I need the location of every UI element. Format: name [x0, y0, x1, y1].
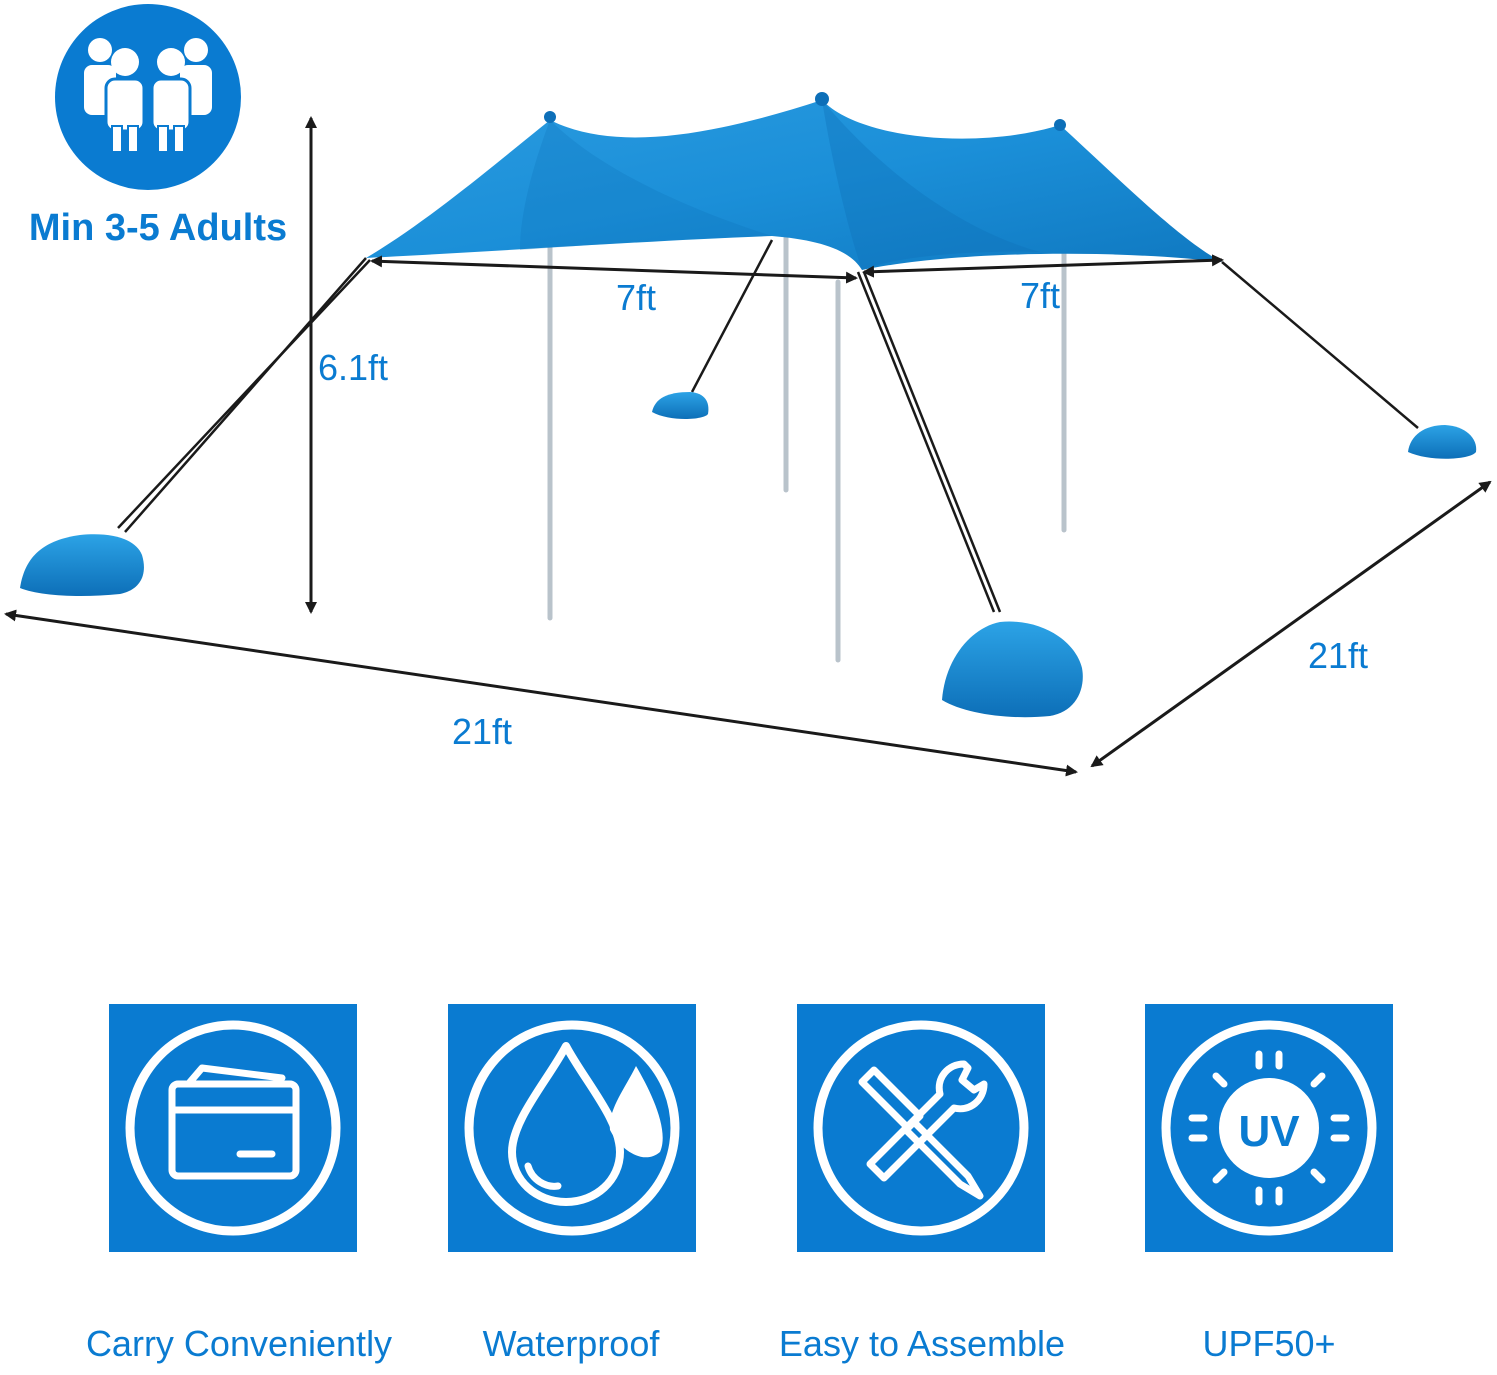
- feature-label-waterproof: Waterproof: [482, 1323, 660, 1364]
- canopy: [366, 92, 1222, 270]
- span-right-arrow: [862, 254, 1224, 278]
- sandbag-front-right: [942, 621, 1083, 718]
- capacity-badge: [55, 4, 241, 190]
- length-front-arrow: [4, 609, 1078, 777]
- feature-tile-upf: UV: [1145, 1004, 1393, 1252]
- sandbag-back-center: [652, 392, 709, 419]
- water-drop-icon: [508, 1042, 663, 1206]
- feature-label-assemble: Easy to Assemble: [778, 1323, 1066, 1364]
- guy-lines: [117, 239, 1419, 613]
- capacity-circle: [55, 4, 241, 190]
- span-left-arrow: [370, 255, 858, 284]
- span-right-label: 7ft: [1020, 275, 1060, 316]
- length-side-arrow: [1090, 480, 1492, 768]
- span-left-label: 7ft: [616, 277, 656, 318]
- sandbag-front-left: [20, 534, 144, 596]
- feature-tile-assemble: [797, 1004, 1045, 1252]
- sandbag-back-right: [1408, 425, 1477, 459]
- uv-sun-label: UV: [1238, 1107, 1300, 1156]
- feature-tile-waterproof: [448, 1004, 696, 1252]
- sandbags: [20, 392, 1477, 718]
- feature-label-upf: UPF50+: [1202, 1323, 1336, 1364]
- feature-label-carry: Carry Conveniently: [85, 1323, 393, 1364]
- length-side-label: 21ft: [1308, 635, 1368, 676]
- tools-icon: [858, 1060, 988, 1200]
- people-group-icon: [84, 38, 212, 153]
- length-front-label: 21ft: [452, 711, 512, 752]
- uv-sun-icon: UV: [1188, 1050, 1350, 1206]
- capacity-label: Min 3-5 Adults: [29, 207, 287, 249]
- feature-tile-carry: [109, 1004, 357, 1252]
- height-label: 6.1ft: [318, 347, 388, 388]
- wallet-icon: [168, 1064, 300, 1180]
